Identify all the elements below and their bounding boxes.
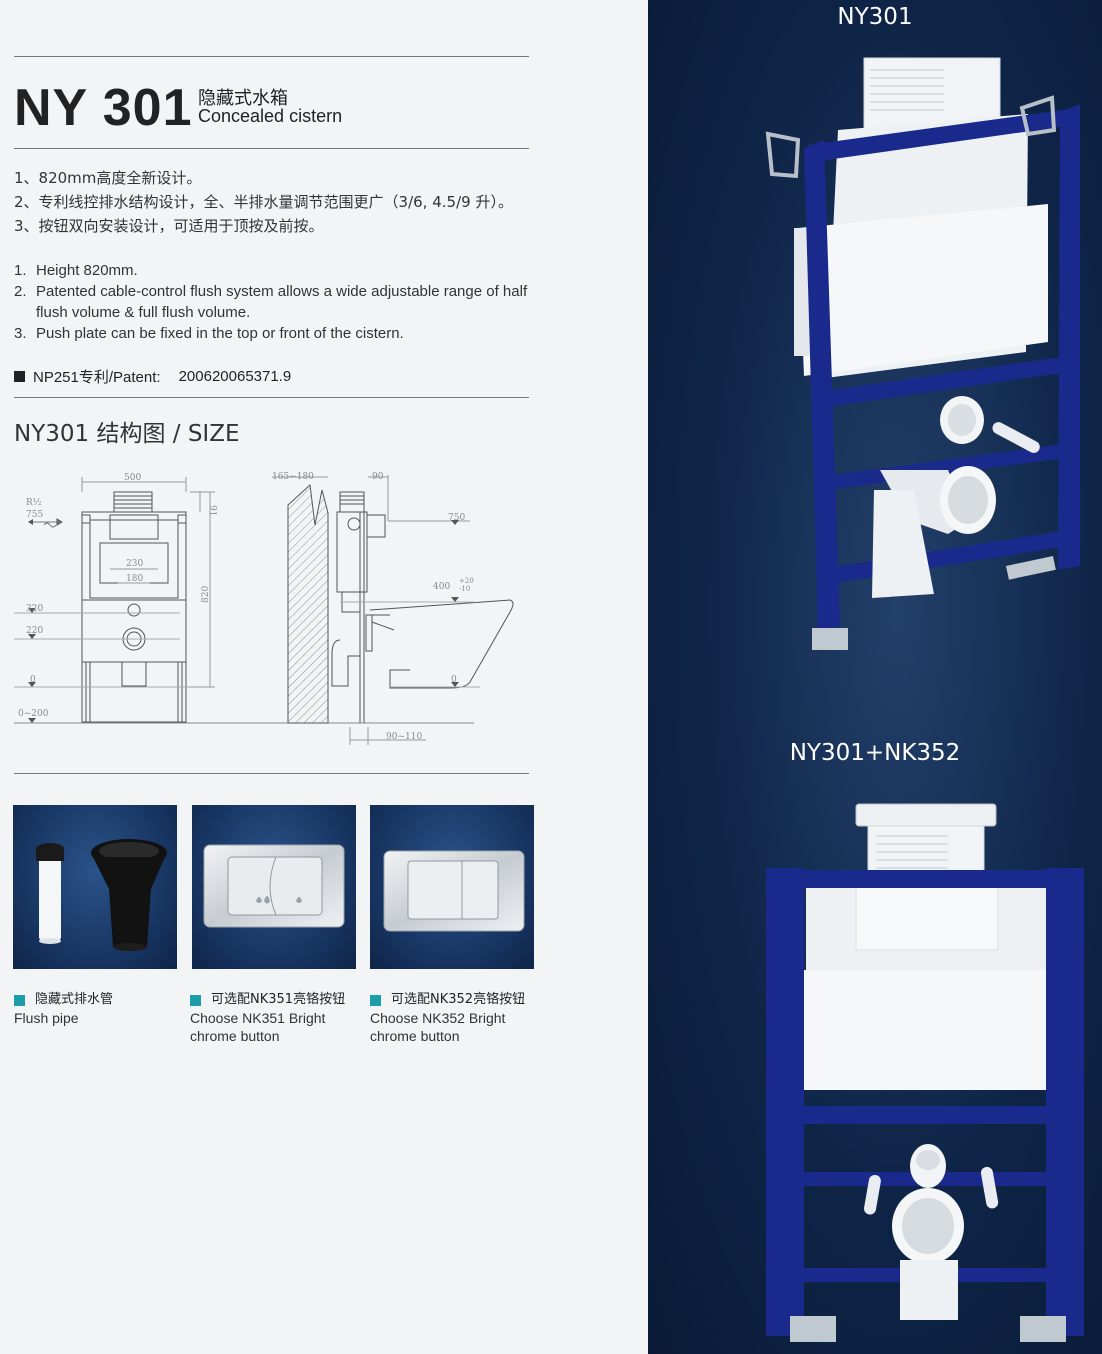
dim-label: 750 — [448, 513, 465, 523]
caption-cn-text: 可选配NK352亮铬按钮 — [391, 992, 526, 1007]
features-en-list: 1. Height 820mm. 2. Patented cable-contr… — [14, 260, 534, 344]
bullet-square-icon — [14, 371, 25, 382]
feature-cn-item: 2、专利线控排水结构设计，全、半排水量调节范围更广（3/6, 4.5/9 升）。 — [14, 193, 513, 211]
size-section-title: NY301 结构图 / SIZE — [14, 421, 240, 447]
dim-label: 400 — [433, 582, 450, 592]
side-cistern-outline — [336, 511, 368, 593]
nk351-button-image — [203, 844, 345, 928]
spec-panel: NY 301 隐藏式水箱 Concealed cistern 1、820mm高度… — [13, 56, 542, 1045]
teal-square-icon — [370, 994, 381, 1006]
dim-label: -10 — [459, 585, 470, 593]
front-cistern-outline — [89, 519, 179, 599]
product-name-en: Concealed cistern — [198, 106, 343, 126]
feature-en-item: 3. Push plate can be fixed in the top or… — [14, 323, 534, 344]
teal-square-icon — [14, 994, 25, 1006]
patent-line: NP251专利/Patent: 200620065371.9 — [14, 366, 291, 387]
front-button-box — [113, 491, 153, 513]
patent-number: 200620065371.9 — [178, 368, 292, 385]
wall-section-hatch — [287, 483, 329, 724]
accessory-caption: 可选配NK351亮铬按钮 Choose NK351 Bright chrome … — [190, 991, 362, 1045]
drawing-divider — [14, 773, 529, 774]
dimension-drawing: 500 230 180 820 91 R½ 755 320 220 0 0~20… — [14, 472, 514, 745]
feature-number: 2. — [14, 283, 27, 300]
accessory-caption-cn: 可选配NK351亮铬按钮 — [190, 991, 362, 1009]
dim-label: 165~180 — [272, 472, 314, 482]
nk352-photo — [370, 805, 534, 969]
feature-number: 3. — [14, 325, 27, 342]
product-label-bottom: NY301+NK352 — [789, 740, 961, 766]
feature-en-item: 1. Height 820mm. — [14, 260, 534, 281]
caption-en-text: Choose NK351 Bright chrome button — [190, 1010, 326, 1044]
flush-pipe-photo — [13, 805, 177, 969]
product-label-top: NY301 — [837, 4, 913, 30]
dim-label: 0 — [30, 675, 36, 685]
nk352-button-image — [383, 850, 525, 932]
dim-label: 0~200 — [18, 709, 49, 719]
feature-number: 1. — [14, 262, 27, 279]
feature-text: Push plate can be fixed in the top or fr… — [36, 325, 404, 342]
caption-cn-text: 可选配NK351亮铬按钮 — [211, 992, 346, 1007]
dim-label: 90~110 — [386, 732, 422, 742]
water-inlet-mark — [127, 603, 141, 617]
dim-label: 0 — [451, 675, 457, 685]
flush-pipe-image — [36, 839, 167, 951]
accessory-caption: 隐藏式排水管 Flush pipe — [14, 991, 179, 1027]
feature-en-item: 2. Patented cable-control flush system a… — [14, 281, 534, 323]
caption-en-text: Flush pipe — [14, 1010, 79, 1026]
dim-label: +20 — [459, 577, 474, 585]
feature-text: Patented cable-control flush system allo… — [36, 283, 528, 321]
product-name-cn: 隐藏式水箱 — [198, 88, 288, 108]
nk351-photo — [192, 805, 356, 969]
dim-label: 320 — [26, 604, 43, 614]
front-drain-pipe — [121, 661, 147, 687]
top-divider — [14, 56, 529, 57]
patent-label: NP251专利/Patent: — [33, 369, 161, 386]
dim-label: 180 — [126, 574, 143, 584]
caption-cn-text: 隐藏式排水管 — [35, 992, 114, 1007]
front-flush-valve — [109, 514, 159, 540]
dim-label: 91 — [207, 505, 217, 516]
accessory-caption-cn: 可选配NK352亮铬按钮 — [370, 991, 542, 1009]
accessory-caption: 可选配NK352亮铬按钮 Choose NK352 Bright chrome … — [370, 991, 542, 1045]
dim-label: R½ — [26, 497, 42, 508]
header-divider — [14, 148, 529, 149]
accessory-caption-cn: 隐藏式排水管 — [14, 991, 179, 1009]
dim-label: 220 — [26, 626, 43, 636]
dim-label: 90 — [372, 472, 384, 482]
dim-label: 755 — [26, 510, 43, 520]
caption-en-text: Choose NK352 Bright chrome button — [370, 1010, 506, 1044]
feature-cn-item: 3、按钮双向安装设计，可适用于顶按及前按。 — [14, 217, 324, 235]
dim-label: 820 — [201, 586, 211, 603]
dim-label: 500 — [124, 473, 141, 483]
dim-label: 230 — [126, 559, 143, 569]
model-title: NY 301 — [14, 79, 193, 137]
patent-divider — [14, 397, 529, 398]
side-button-box — [339, 491, 365, 513]
teal-square-icon — [190, 994, 201, 1006]
feature-cn-item: 1、820mm高度全新设计。 — [14, 169, 202, 187]
ny301-frame-image — [765, 57, 1080, 650]
toilet-bowl-outline — [369, 599, 514, 689]
side-front-button — [366, 514, 386, 538]
features-cn-list: 1、820mm高度全新设计。 2、专利线控排水结构设计，全、半排水量调节范围更广… — [14, 166, 513, 238]
ny301-nk352-frame-image — [766, 803, 1084, 1342]
feature-text: Height 820mm. — [36, 262, 138, 279]
product-photo-panel: NY301 NY3 — [648, 0, 1102, 1354]
